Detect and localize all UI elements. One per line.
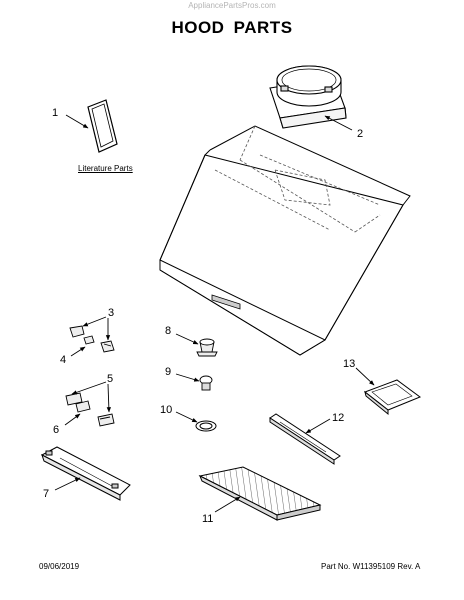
callout-6: 6 (53, 424, 59, 436)
callout-3: 3 (108, 307, 114, 319)
page-title: HOOD PARTS (171, 18, 293, 37)
footer-part-number: Part No. W11395109 Rev. A (321, 562, 421, 571)
hood-hidden-lines (214, 125, 381, 233)
callout-9: 9 (165, 366, 171, 378)
callout-8: 8 (165, 325, 171, 337)
trim-rail-part (269, 413, 341, 465)
callout-2: 2 (357, 128, 363, 140)
callout-13: 13 (343, 358, 355, 370)
footer-date: 09/06/2019 (39, 562, 80, 571)
callout-11: 11 (202, 513, 213, 525)
lamp-socket-part (196, 338, 218, 357)
leader-lines (54, 114, 375, 513)
switch-small-part (69, 325, 95, 345)
hood-control-slot (211, 294, 241, 310)
switch-part (100, 340, 115, 353)
callout-7: 7 (43, 488, 49, 500)
literature-parts-label: Literature Parts (78, 164, 133, 173)
callout-1: 1 (52, 107, 58, 119)
grease-filter-part (198, 466, 322, 521)
callout-4: 4 (60, 354, 66, 366)
callout-10: 10 (160, 404, 172, 416)
blower-motor (269, 65, 347, 129)
lens-ring-part (195, 420, 217, 432)
callout-numbers: 1 2 3 4 5 6 7 8 9 10 11 12 13 (43, 107, 363, 525)
watermark: AppliancePartsPros.com (188, 1, 276, 10)
callout-5: 5 (107, 373, 113, 385)
hood-body (159, 125, 411, 356)
callout-12: 12 (332, 412, 344, 424)
control-panel-bar (40, 446, 131, 501)
small-tray-part (363, 379, 422, 416)
bulb-part (199, 375, 213, 391)
light-switch-part (65, 392, 115, 427)
literature-booklet (87, 99, 118, 153)
